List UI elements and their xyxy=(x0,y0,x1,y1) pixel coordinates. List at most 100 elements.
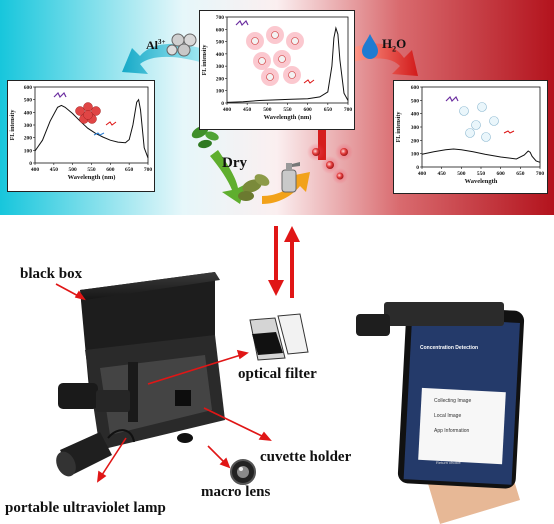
x-tick-label: 600 xyxy=(106,167,115,173)
dry-arrow-orange xyxy=(262,172,310,204)
spectrum-line xyxy=(34,98,149,159)
y-tick-label: 700 xyxy=(216,15,225,21)
y-axis-label: FL intensity xyxy=(202,45,208,76)
excitation-icon xyxy=(235,19,249,27)
x-tick-label: 500 xyxy=(69,167,78,173)
x-axis-label: Wavelength (nm) xyxy=(264,114,312,121)
x-tick-label: 400 xyxy=(31,167,40,173)
y-tick-label: 500 xyxy=(216,40,225,46)
spectrum-line xyxy=(226,26,349,103)
particle xyxy=(91,106,101,116)
particle xyxy=(83,102,93,112)
excitation-icon xyxy=(53,91,67,99)
plot-frame xyxy=(421,86,541,168)
particle xyxy=(75,106,85,116)
x-tick-label: 450 xyxy=(438,171,447,177)
y-tick-label: 0 xyxy=(221,101,224,107)
up-arrow xyxy=(284,226,300,298)
y-tick-label: 500 xyxy=(411,98,420,104)
center-spectrum-chart: 0 100 200 300 400 500 600 700 400 450 500 550 600 650… xyxy=(202,15,353,121)
y-axis-label: FL intensity xyxy=(10,110,16,141)
particle xyxy=(83,110,93,120)
al-ion-label: Al3+ xyxy=(146,38,166,52)
x-tick-label: 700 xyxy=(344,107,353,113)
y-tick-label: 300 xyxy=(411,125,420,131)
particle-cluster xyxy=(235,19,315,86)
y-tick-label: 600 xyxy=(411,85,420,91)
y-tick-label: 600 xyxy=(216,27,225,33)
y-tick-label: 0 xyxy=(29,161,32,167)
y-tick-label: 0 xyxy=(416,165,419,171)
x-tick-label: 500 xyxy=(263,107,272,113)
cuvette-holder-label: cuvette holder xyxy=(260,449,352,465)
x-tick-label: 600 xyxy=(304,107,313,113)
spray-bottle-icon xyxy=(281,162,300,193)
particle xyxy=(291,37,299,45)
phone-footer: Return choice xyxy=(436,460,461,465)
cuvette-slot xyxy=(175,390,191,406)
y-tick-label: 200 xyxy=(216,76,225,82)
x-tick-label: 500 xyxy=(457,171,466,177)
y-tick-label: 100 xyxy=(216,89,225,95)
y-tick-label: 400 xyxy=(216,52,225,58)
particle xyxy=(271,31,279,39)
x-axis-label: Wavelength xyxy=(465,178,498,185)
particle xyxy=(266,73,274,81)
y-tick-label: 500 xyxy=(24,98,33,104)
y-tick-label: 400 xyxy=(411,112,420,118)
x-tick-label: 700 xyxy=(144,167,153,173)
black-box-label: black box xyxy=(20,266,83,282)
particle xyxy=(465,128,475,138)
emission-icon xyxy=(105,121,117,126)
water-drop-icon xyxy=(362,34,378,59)
label-arrows xyxy=(55,283,272,483)
sprayed-particles xyxy=(307,143,353,184)
emission-icon xyxy=(503,130,515,134)
particle xyxy=(489,116,499,126)
particle xyxy=(471,120,481,130)
y-tick-label: 300 xyxy=(24,123,33,129)
x-tick-label: 400 xyxy=(223,107,232,113)
particle xyxy=(459,106,469,116)
water-label: H2O xyxy=(382,36,407,54)
plot-frame xyxy=(34,86,149,164)
excitation-icon xyxy=(445,95,459,103)
device-illustration xyxy=(55,272,525,524)
down-arrow xyxy=(268,226,284,296)
emission-icon xyxy=(303,79,315,84)
uv-lamp-icon xyxy=(56,429,135,477)
spectrum-line xyxy=(421,148,541,163)
menu-item-app-information[interactable]: App Information xyxy=(434,428,470,434)
transfer-arrows xyxy=(268,226,300,298)
leaf-icon xyxy=(191,125,219,149)
dry-label: Dry xyxy=(222,155,247,171)
x-tick-label: 400 xyxy=(418,171,427,177)
x-tick-label: 650 xyxy=(324,107,333,113)
particle xyxy=(481,132,491,142)
y-axis-label: FL intensity xyxy=(396,112,402,143)
phone-menu xyxy=(418,387,506,465)
center-spectrum-panel: 0 100 200 300 400 500 600 700 400 450 500 550 600 650… xyxy=(199,10,355,130)
x-tick-label: 650 xyxy=(516,171,525,177)
dry-leaf-icon xyxy=(238,174,270,201)
optical-filter-icon xyxy=(249,313,309,361)
y-tick-label: 200 xyxy=(411,138,420,144)
al-ion-spheres xyxy=(166,33,197,57)
camera-port xyxy=(58,383,98,409)
x-tick-label: 450 xyxy=(243,107,252,113)
x-tick-label: 550 xyxy=(87,167,96,173)
y-tick-label: 300 xyxy=(216,64,225,70)
menu-item-collecting-image[interactable]: Collecting Image xyxy=(434,398,472,404)
x-tick-label: 700 xyxy=(536,171,545,177)
y-tick-label: 400 xyxy=(24,110,33,116)
x-tick-label: 550 xyxy=(283,107,292,113)
x-tick-label: 650 xyxy=(125,167,134,173)
x-axis-label: Wavelength (nm) xyxy=(68,174,116,181)
particle xyxy=(477,102,487,112)
y-tick-label: 600 xyxy=(24,85,33,91)
menu-item-local-image[interactable]: Local Image xyxy=(434,413,462,419)
